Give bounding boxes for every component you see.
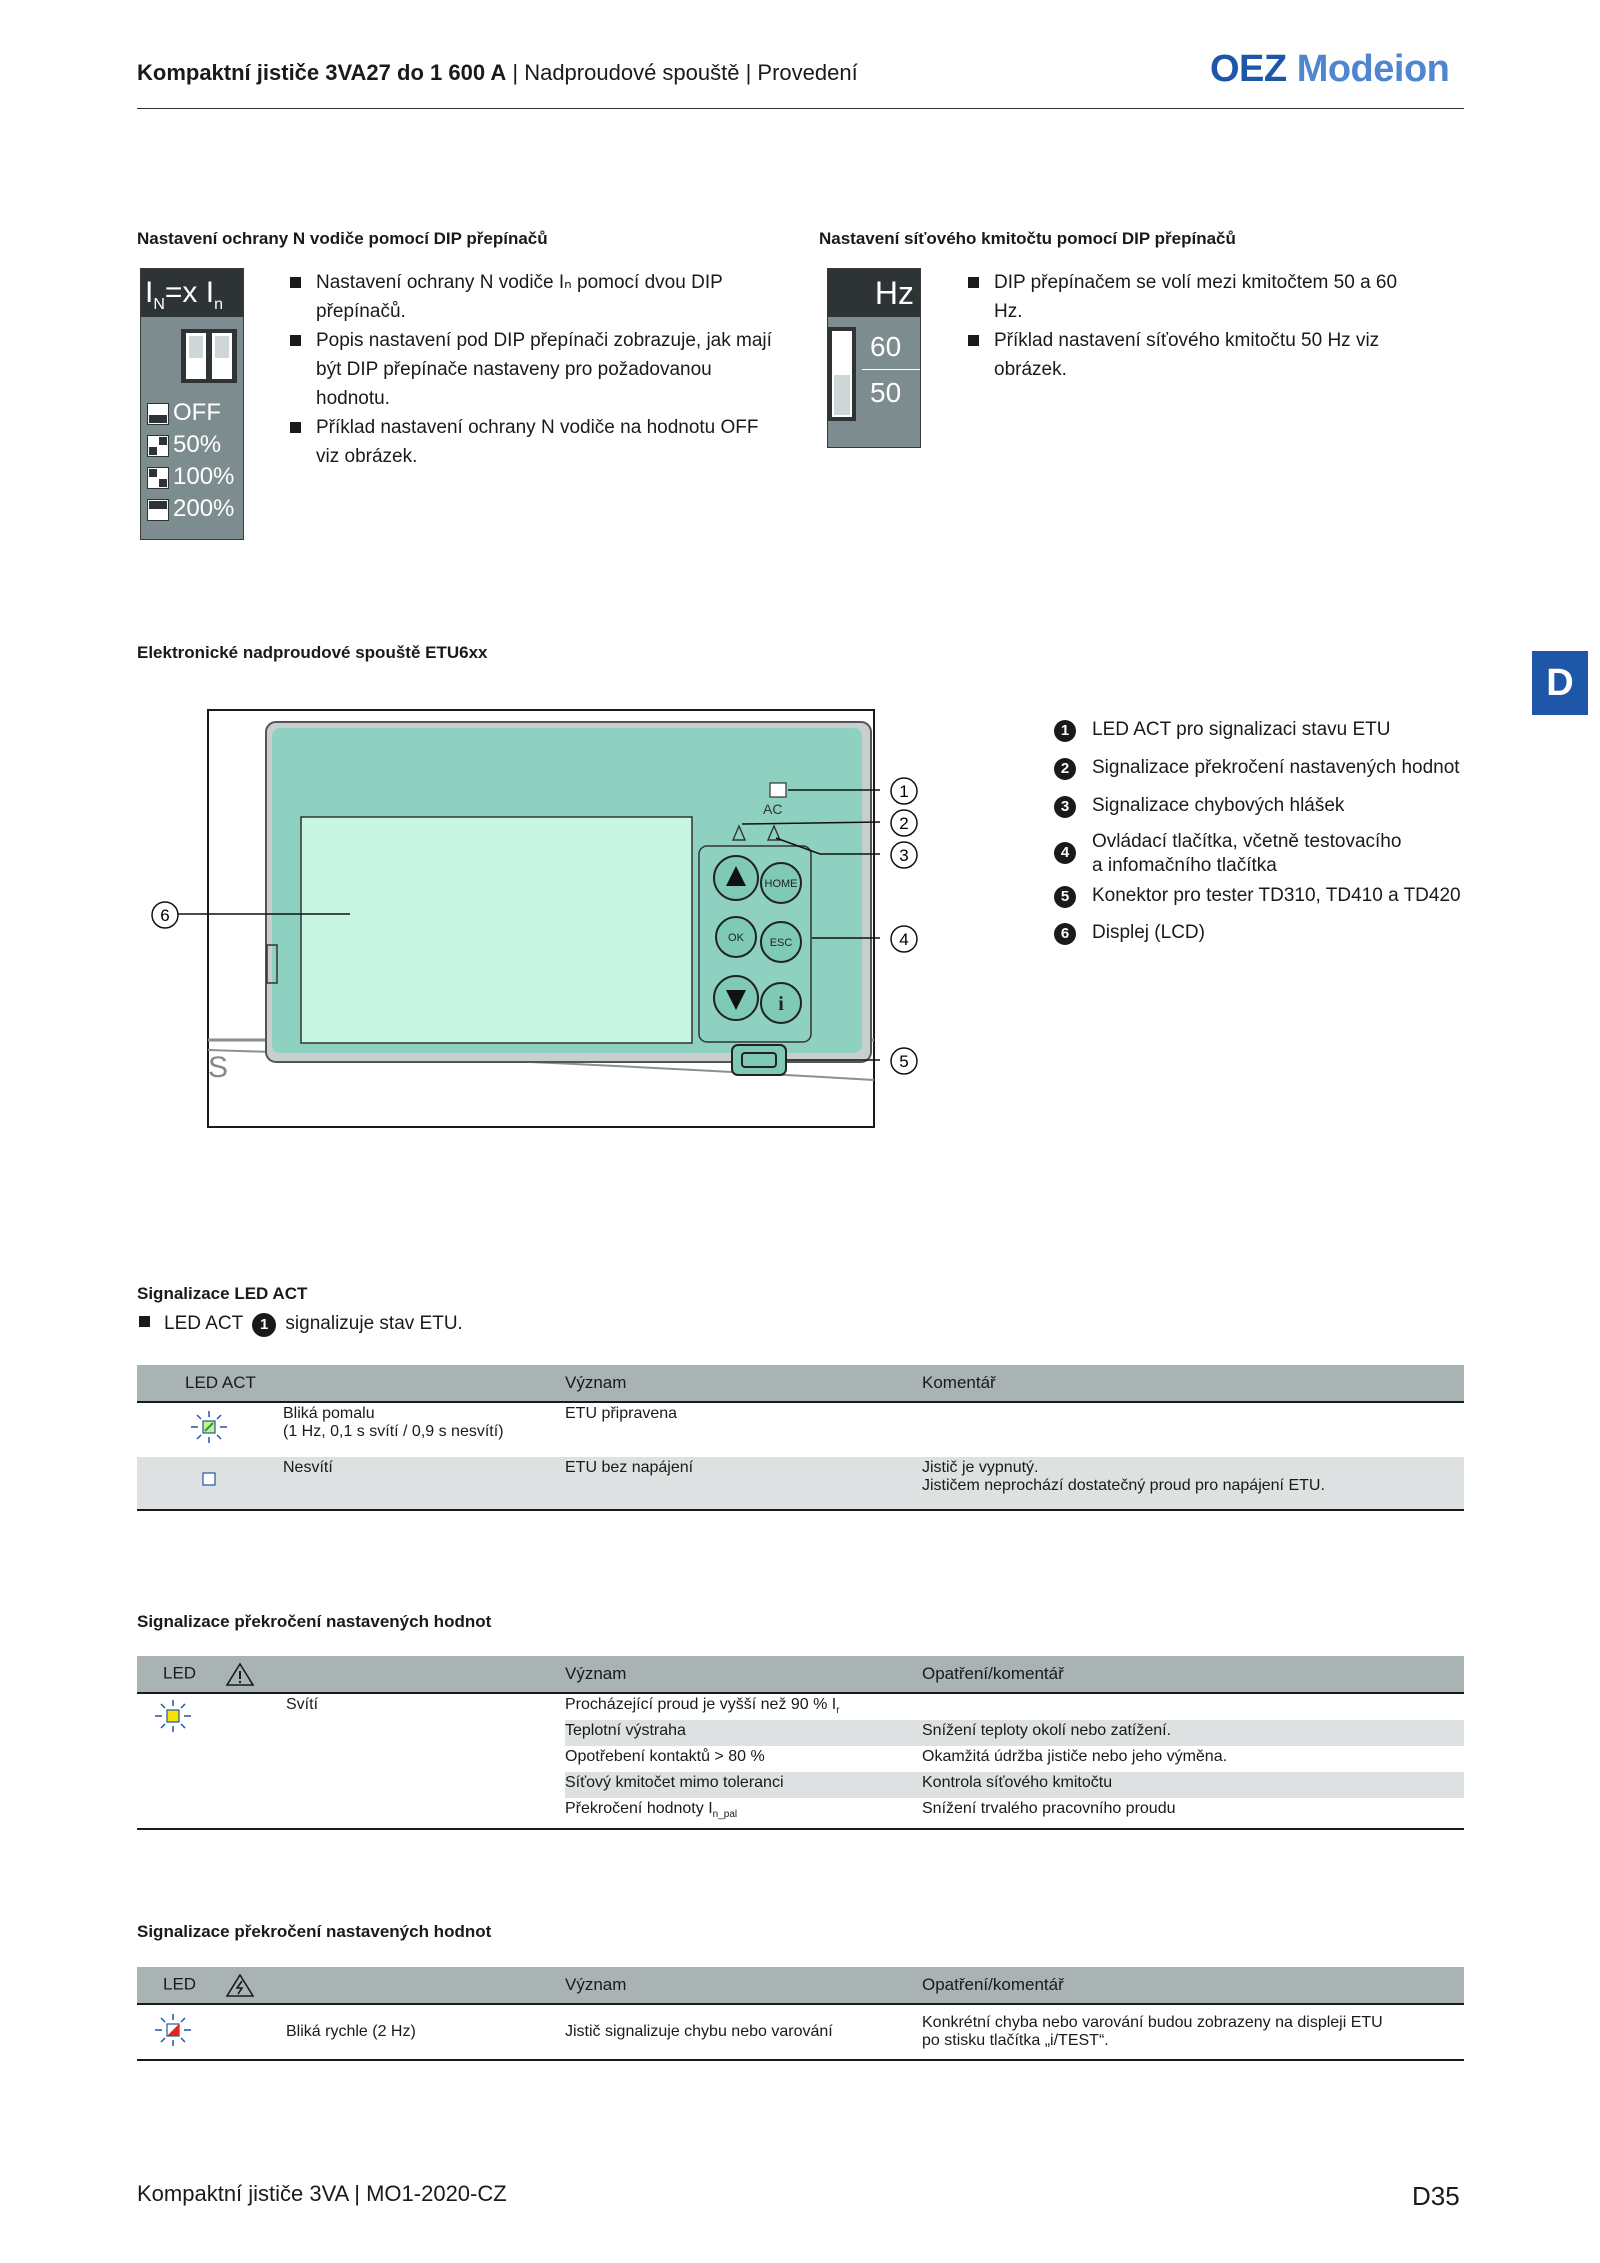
svg-text:1: 1: [899, 782, 908, 801]
table-row: Opotřebení kontaktů > 80 % Okamžitá údrž…: [565, 1748, 1228, 1765]
section-n-bullets: Nastavení ochrany N vodiče Iₙ pomocí dvo…: [286, 268, 782, 471]
info-icon: i: [778, 993, 784, 1015]
svg-text:6: 6: [160, 906, 169, 925]
callout-2: [890, 809, 918, 837]
page-number: D35: [1412, 2181, 1460, 2211]
callout-5: [890, 1047, 918, 1075]
callout-num: 1: [252, 1313, 277, 1337]
esc-label: ESC: [770, 937, 793, 949]
s-label: S: [208, 1051, 228, 1084]
bullet-item: Popis nastavení pod DIP přepínači zobraz…: [286, 326, 782, 413]
page-header-title: Kompaktní jističe 3VA27 do 1 600 A | Nad…: [137, 60, 858, 85]
svg-text:5: 5: [899, 1052, 908, 1071]
esc-button[interactable]: [760, 921, 802, 963]
footer-left: Kompaktní jističe 3VA | MO1-2020-CZ: [137, 2181, 507, 2206]
table-header: LED Význam Opatření/komentář: [137, 1967, 1464, 2005]
table-row: Svítí Procházející proud je vyšší než 90…: [137, 1693, 1464, 1826]
led-act: [769, 782, 787, 798]
error-table: LED Význam Opatření/komentář Bliká rychl…: [137, 1967, 1464, 2061]
section-error-heading: Signalizace překročení nastavených hodno…: [137, 1922, 492, 1941]
svg-text:4: 4: [899, 930, 908, 949]
hz-dip-panel: Hz 60 50: [827, 268, 921, 448]
logo-modeion: Modeion: [1296, 48, 1450, 90]
bullet-item: Nastavení ochrany N vodiče Iₙ pomocí dvo…: [286, 268, 782, 326]
dip-pattern-icon: [147, 403, 169, 425]
dip-pattern-icon: [147, 499, 169, 521]
table-header: LED ACT Význam Komentář: [137, 1365, 1464, 1403]
table-header: LED Význam Opatření/komentář: [137, 1656, 1464, 1694]
arrow-down-icon: [726, 990, 746, 1010]
svg-text:3: 3: [899, 846, 908, 865]
n-dip-panel: IN=x In OFF 50% 100% 200%: [140, 268, 244, 540]
bullet-item: Příklad nastavení ochrany N vodiče na ho…: [286, 413, 782, 471]
warning-icon: [731, 824, 747, 841]
section-hz-bullets: DIP přepínačem se volí mezi kmitočtem 50…: [964, 268, 1424, 384]
dip-pattern-icon: [147, 435, 169, 457]
led-red-blinking-icon: [155, 2013, 191, 2046]
home-button[interactable]: [760, 862, 802, 904]
oez-modeion-logo: OEZ Modeion: [1210, 48, 1450, 91]
led-yellow-on-icon: [155, 1700, 191, 1732]
logo-oez: OEZ: [1210, 48, 1287, 90]
led-act-bullet: LED ACT 1 signalizuje stav ETU.: [137, 1313, 463, 1337]
warning-icon: [225, 1662, 255, 1686]
table-row: Bliká rychle (2 Hz) Jistič signalizuje c…: [137, 2004, 1464, 2061]
header-title-section: Nadproudové spouště: [524, 60, 740, 85]
hz-dip-switch[interactable]: [828, 327, 856, 421]
header-divider: [137, 108, 1464, 109]
section-hz-heading: Nastavení síťového kmitočtu pomocí DIP p…: [819, 229, 1236, 248]
bullet-item: Příklad nastavení síťového kmitočtu 50 H…: [964, 326, 1424, 384]
arrow-up-icon: [726, 866, 746, 886]
callout-6: [151, 901, 179, 929]
svg-text:2: 2: [899, 814, 908, 833]
bullet-item: DIP přepínačem se volí mezi kmitočtem 50…: [964, 268, 1424, 326]
section-n-heading: Nastavení ochrany N vodiče pomocí DIP př…: [137, 229, 548, 248]
section-overload-heading: Signalizace překročení nastavených hodno…: [137, 1612, 492, 1631]
section-etu-heading: Elektronické nadproudové spouště ETU6xx: [137, 643, 488, 662]
led-blinking-slow-icon: [191, 1411, 227, 1443]
table-row: Síťový kmitočet mimo toleranci Kontrola …: [137, 1772, 1464, 1798]
led-act-table: LED ACT Význam Komentář Bliká pomalu(1 H…: [137, 1365, 1464, 1511]
led-off-icon: [202, 1472, 216, 1486]
table-row: Teplotní výstraha Snížení teploty okolí …: [137, 1720, 1464, 1746]
header-title-bold: Kompaktní jističe 3VA27 do 1 600 A: [137, 60, 507, 85]
hz-option-50: 50: [870, 377, 902, 408]
error-icon: [225, 1973, 255, 1997]
callout-1: [890, 777, 918, 805]
table-row: Nesvítí ETU bez napájení Jistič je vypnu…: [137, 1457, 1464, 1511]
n-dip-switch[interactable]: [181, 329, 237, 383]
tester-connector[interactable]: [731, 1044, 787, 1076]
etu-diagram: AC HOME OK ESC i S 1 2 3 4 5 6: [151, 709, 918, 1128]
overload-table: LED Význam Opatření/komentář Svítí Proch…: [137, 1656, 1464, 1830]
header-title-subsection: Provedení: [757, 60, 858, 85]
error-icon: [766, 824, 782, 841]
ok-button[interactable]: [715, 916, 757, 958]
ok-label: OK: [728, 932, 745, 944]
n-dip-label: IN=x In: [141, 269, 243, 317]
callout-3: [890, 841, 918, 869]
info-test-button[interactable]: [760, 982, 802, 1024]
dip-pattern-icon: [147, 467, 169, 489]
chapter-tab: D: [1532, 651, 1588, 715]
home-label: HOME: [765, 878, 798, 890]
hz-option-60: 60: [870, 331, 902, 362]
act-label: AC: [763, 801, 782, 817]
hz-dip-label: Hz: [828, 269, 920, 317]
callout-4: [890, 925, 918, 953]
table-row: Překročení hodnoty In_pal Snížení trvalé…: [565, 1800, 1176, 1821]
table-row: Bliká pomalu(1 Hz, 0,1 s svítí / 0,9 s n…: [137, 1402, 1464, 1457]
section-led-act-heading: Signalizace LED ACT: [137, 1284, 308, 1303]
